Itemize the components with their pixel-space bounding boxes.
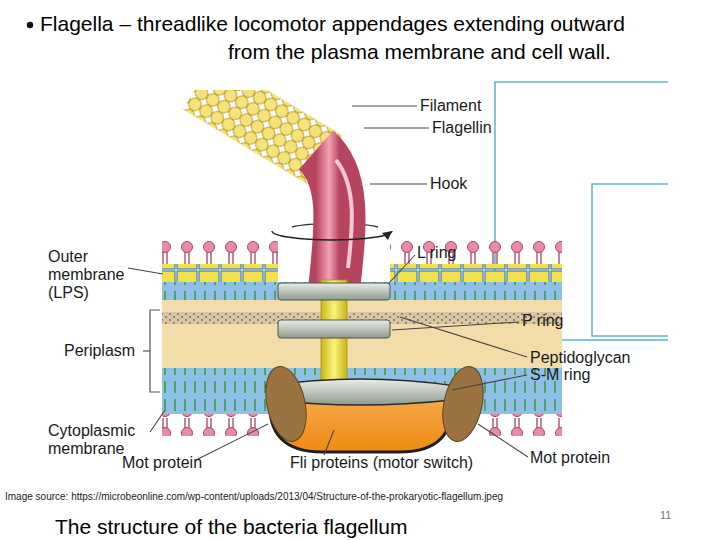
- lps-layer: [390, 264, 562, 282]
- leader-line: [392, 322, 519, 330]
- empty-box: [592, 184, 668, 336]
- lps-layer: [162, 264, 278, 282]
- part-label: Filament: [420, 97, 481, 115]
- leader-line: [352, 105, 417, 106]
- part-label: S-M ring: [530, 366, 590, 384]
- lipid-heads: [162, 414, 262, 436]
- bracket-tick: [143, 350, 150, 351]
- lipid-heads: [390, 240, 562, 264]
- lipid-heads: [484, 414, 562, 436]
- part-label: Hook: [430, 175, 467, 193]
- l-ring: [278, 283, 390, 300]
- leader-lines: [128, 106, 528, 460]
- leader-line: [364, 127, 429, 128]
- bullet-dot: [27, 22, 33, 28]
- rotation-arc: [272, 231, 392, 240]
- caption: The structure of the bacteria flagellum: [55, 514, 408, 540]
- slide-title: Flagella – threadlike locomotor appendag…: [40, 10, 650, 66]
- mot-protein: [437, 363, 490, 445]
- leader-line: [388, 255, 415, 284]
- leader-line: [196, 424, 268, 460]
- periplasm-layer: [162, 300, 562, 368]
- part-label: L ring: [417, 244, 456, 262]
- bracket: [150, 310, 160, 392]
- leader-line: [370, 183, 427, 184]
- layer-label: Cytoplasmic membrane: [48, 422, 158, 458]
- page-number: 11: [660, 508, 671, 522]
- p-ring: [278, 320, 390, 338]
- leader-line: [400, 317, 527, 357]
- leader-line: [452, 375, 527, 390]
- part-label: Flagellin: [432, 119, 492, 137]
- leader-line: [150, 410, 165, 432]
- mot-protein: [260, 363, 313, 445]
- layer-label: Periplasm: [64, 342, 135, 360]
- leader-line: [478, 424, 528, 457]
- part-label: Mot protein: [122, 454, 202, 472]
- part-label: Fli proteins (motor switch): [290, 454, 473, 472]
- outer-membrane-band: [162, 282, 562, 300]
- lipid-heads: [162, 240, 278, 264]
- part-label: Peptidoglycan: [530, 349, 631, 367]
- part-label: Mot protein: [530, 449, 610, 467]
- source-note: Image source: https://microbeonline.com/…: [5, 490, 503, 503]
- part-label: P ring: [522, 312, 564, 330]
- rotation-arrowhead: [382, 231, 392, 240]
- hook: [316, 150, 340, 290]
- leader-line: [324, 430, 334, 455]
- hook-highlight: [336, 160, 352, 268]
- leader-line: [128, 268, 163, 274]
- layer-label: Outer membrane (LPS): [48, 248, 133, 302]
